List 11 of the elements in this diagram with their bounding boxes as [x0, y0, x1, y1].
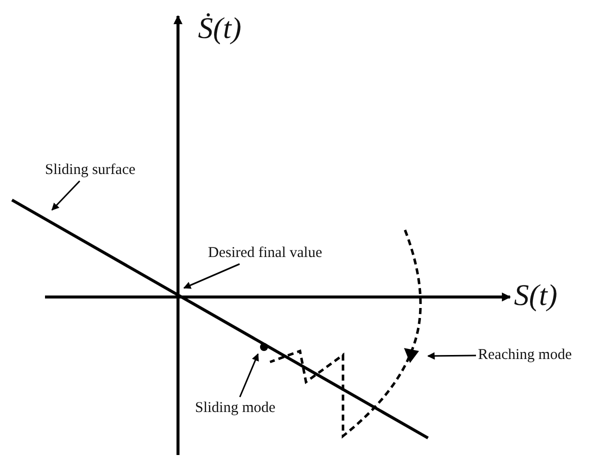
leader-arrow [183, 263, 240, 289]
annotation-text: Sliding surface [45, 161, 136, 179]
leader-arrow [427, 352, 476, 360]
leader-arrow [51, 180, 80, 211]
annotation-text: Reaching mode [478, 346, 572, 364]
sliding-surface-line [11, 198, 429, 440]
annotation-text: Sliding mode [195, 399, 276, 417]
axis-label: Ṡ(t) [198, 12, 242, 46]
axis-label: S(t) [514, 279, 558, 313]
leader-arrow [239, 353, 259, 398]
annotation-text: Desired final value [208, 244, 322, 262]
